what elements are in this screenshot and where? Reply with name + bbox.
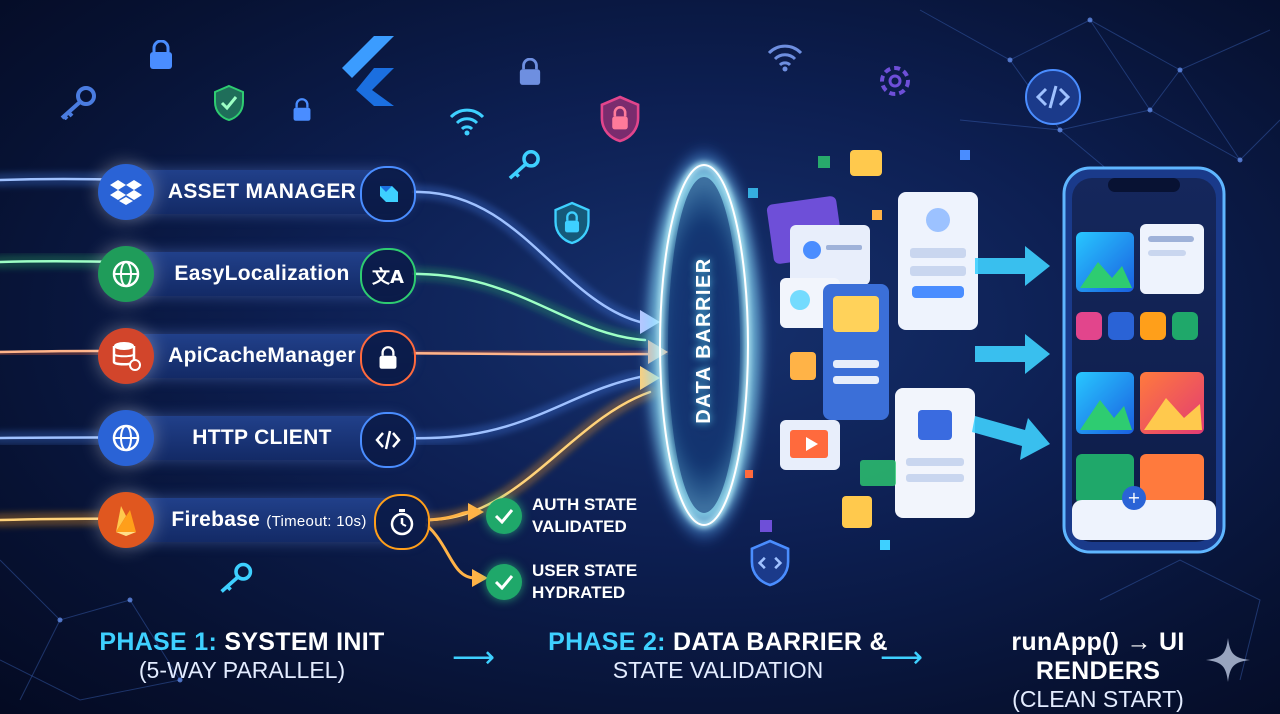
- network-nodes: [57, 17, 1243, 683]
- check-icon: [486, 498, 522, 534]
- phase-2-caption: PHASE 2: DATA BARRIER & STATE VALIDATION: [548, 628, 888, 684]
- shield-lock-icon: [598, 94, 642, 149]
- service-easylocalization: EasyLocalization 文A: [98, 246, 416, 304]
- translate-icon: 文A: [360, 248, 416, 304]
- check-icon: [486, 564, 522, 600]
- phase-subtitle: STATE VALIDATION: [612, 657, 824, 683]
- arrow-right-icon: ⟶: [880, 641, 924, 674]
- sparkle-icon: [1204, 636, 1252, 689]
- wifi-icon: [766, 42, 804, 77]
- service-asset-manager: ASSET MANAGER: [98, 164, 416, 222]
- phase-name: SYSTEM INIT: [217, 628, 385, 656]
- phone-mockup: +: [1062, 166, 1226, 554]
- auth-state-badge: AUTH STATE VALIDATED: [486, 494, 637, 538]
- globe-icon: [98, 246, 154, 302]
- state-line: VALIDATED: [532, 517, 627, 536]
- state-line: HYDRATED: [532, 583, 626, 602]
- phase-3-caption: runApp() → UI RENDERS (CLEAN START): [948, 628, 1248, 713]
- data-barrier-label: DATA BARRIER: [664, 250, 744, 430]
- flutter-logo-icon: [338, 36, 394, 111]
- code-icon: [360, 412, 416, 468]
- dropbox-icon: [98, 164, 154, 220]
- state-line: AUTH STATE: [532, 495, 638, 514]
- service-apicachemanager: ApiCacheManager: [98, 328, 416, 386]
- phase-name: DATA BARRIER &: [665, 628, 888, 656]
- arrow-right-icon: ⟶: [452, 641, 496, 674]
- shield-lock-icon: [552, 200, 592, 251]
- phase-number: PHASE 1:: [99, 628, 218, 656]
- phase-name: runApp() → UI RENDERS: [1011, 628, 1185, 685]
- floating-cards: [745, 150, 978, 550]
- service-label: ASSET MANAGER: [167, 180, 357, 203]
- code-icon: [1024, 68, 1082, 131]
- lock-icon: [292, 98, 312, 127]
- service-name: Firebase: [171, 508, 261, 531]
- lock-icon: [360, 330, 416, 386]
- phase-subtitle: (CLEAN START): [1012, 686, 1184, 712]
- globe-icon: [98, 410, 154, 466]
- output-arrows: [972, 246, 1050, 460]
- firebase-icon: [98, 492, 154, 548]
- phase-title: PHASE 2: DATA BARRIER &: [548, 628, 888, 657]
- svg-text:+: +: [1127, 488, 1140, 507]
- state-line: USER STATE: [532, 561, 638, 580]
- wifi-icon: [448, 106, 486, 141]
- phase-subtitle: (5-WAY PARALLEL): [138, 657, 346, 683]
- lock-icon: [518, 57, 542, 91]
- service-label: HTTP CLIENT: [192, 426, 332, 449]
- phase-title: PHASE 1: SYSTEM INIT: [92, 628, 392, 657]
- service-label: EasyLocalization: [174, 262, 350, 285]
- key-icon: [58, 86, 98, 125]
- phase-number: PHASE 2:: [548, 628, 666, 656]
- phase-1-caption: PHASE 1: SYSTEM INIT (5-WAY PARALLEL): [92, 628, 392, 684]
- lock-icon: [148, 39, 174, 75]
- phase-title: runApp() → UI RENDERS: [948, 628, 1248, 686]
- service-label: ApiCacheManager: [168, 344, 356, 367]
- flutter-dart-icon: [360, 166, 416, 222]
- service-timeout: (Timeout: 10s): [266, 513, 367, 530]
- stopwatch-icon: [374, 494, 430, 550]
- data-barrier-portal: [644, 145, 764, 545]
- key-icon: [506, 150, 542, 185]
- service-label: Firebase (Timeout: 10s): [164, 508, 374, 532]
- gear-icon: [876, 62, 914, 105]
- user-state-badge: USER STATE HYDRATED: [486, 560, 637, 604]
- shield-check-icon: [212, 84, 246, 127]
- service-http-client: HTTP CLIENT: [98, 410, 416, 468]
- shield-code-icon: [748, 538, 792, 593]
- key-icon: [218, 562, 254, 599]
- database-gear-icon: [98, 328, 154, 384]
- barrier-text: DATA BARRIER: [692, 256, 715, 424]
- auth-state-text: AUTH STATE VALIDATED: [532, 494, 637, 538]
- service-firebase: Firebase (Timeout: 10s): [98, 492, 430, 550]
- user-state-text: USER STATE HYDRATED: [532, 560, 637, 604]
